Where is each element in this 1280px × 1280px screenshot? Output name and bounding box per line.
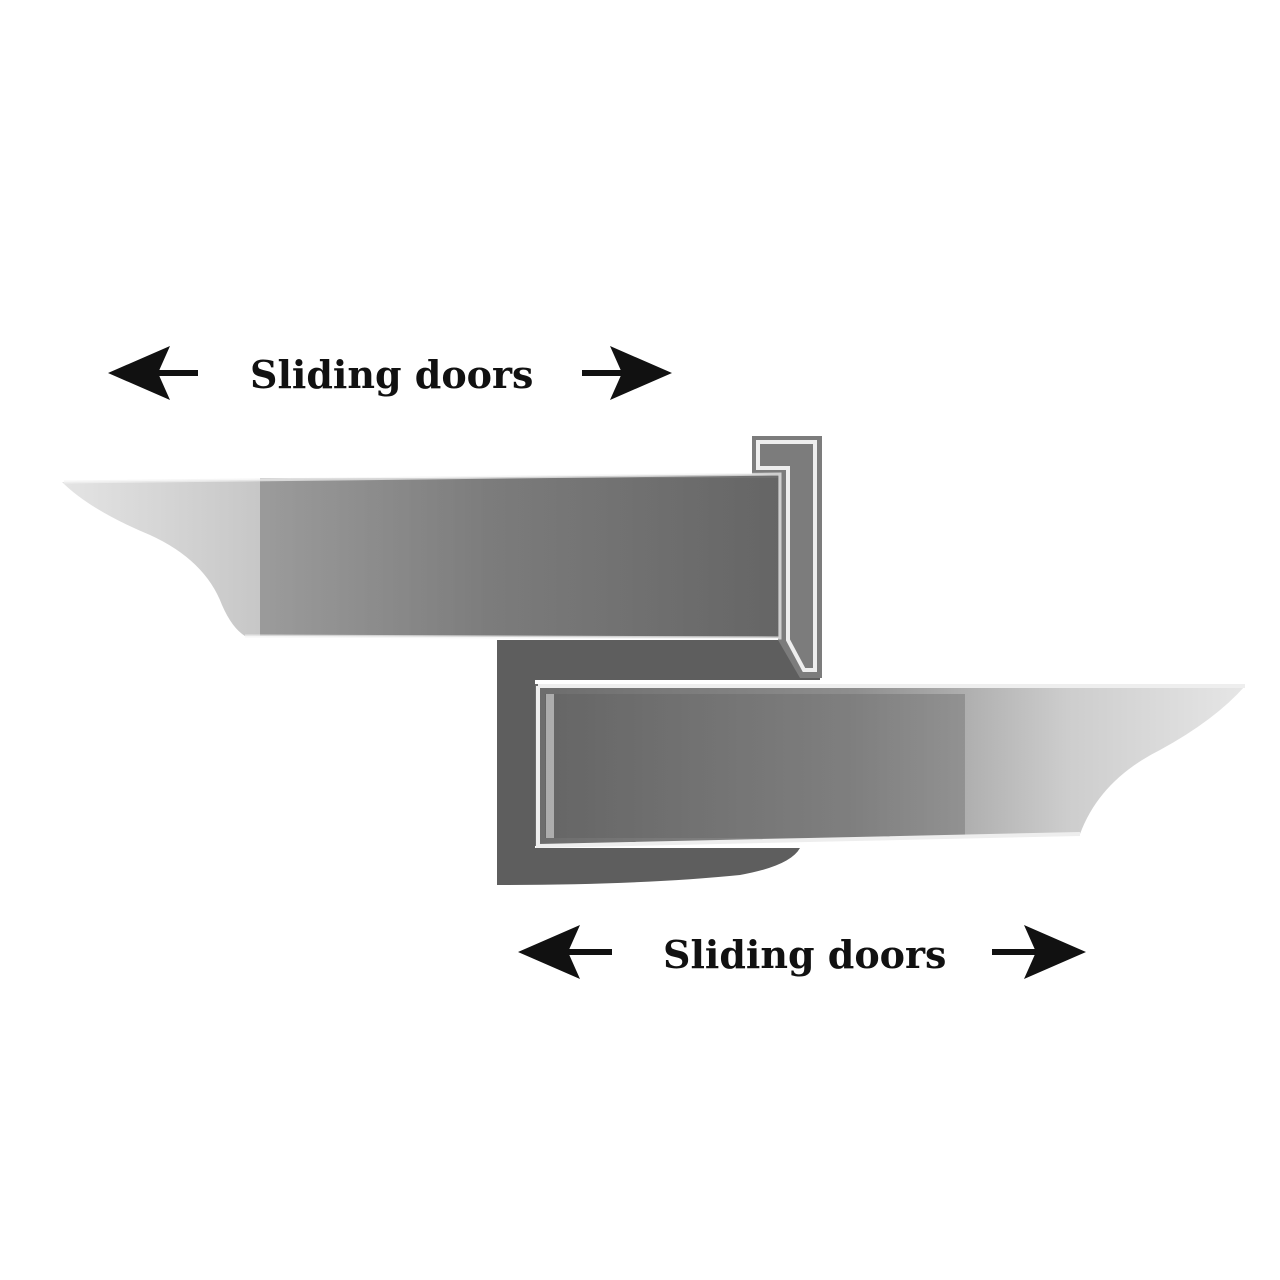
top-label-group: Sliding doors — [108, 346, 672, 400]
top-door-edge-highlight — [63, 472, 782, 640]
arrow-left-icon — [518, 925, 612, 979]
bottom-door-inner-highlight — [546, 694, 554, 838]
bottom-sliding-doors-label: Sliding doors — [663, 932, 946, 977]
center-channel — [497, 640, 820, 885]
top-door-profile — [62, 436, 822, 678]
arrow-right-icon — [582, 346, 672, 400]
arrow-right-icon — [992, 925, 1086, 979]
top-door-hook-highlight — [756, 440, 817, 672]
bottom-door-frame-highlight — [536, 684, 1245, 849]
bottom-label-group: Sliding doors — [518, 925, 1086, 979]
top-door-inner-panel — [260, 478, 780, 636]
top-sliding-doors-label: Sliding doors — [250, 352, 533, 397]
bottom-door-inner-panel — [545, 694, 965, 838]
bottom-door-profile — [535, 684, 1245, 849]
arrow-left-icon — [108, 346, 198, 400]
